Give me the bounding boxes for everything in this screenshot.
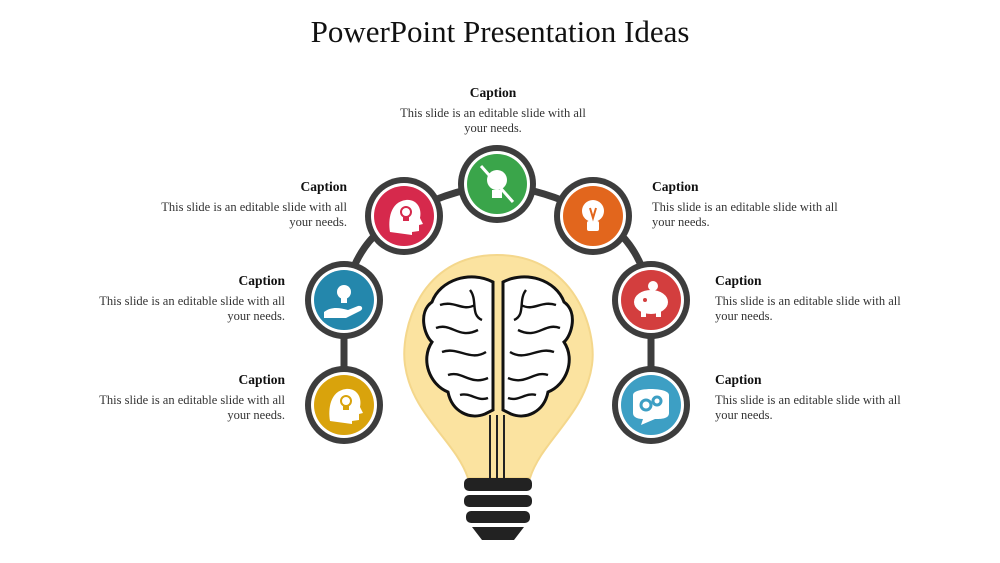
node-blue	[305, 261, 383, 339]
speech-gears-icon	[633, 389, 669, 425]
piggy-bank-icon	[634, 281, 668, 317]
lightbulb-base	[464, 478, 532, 540]
caption-body: This slide is an editable slide with all…	[99, 393, 285, 422]
node-orange	[554, 177, 632, 255]
caption-heading: Caption	[715, 273, 762, 288]
caption-heading: Caption	[238, 273, 285, 288]
caption-heading: Caption	[652, 179, 699, 194]
caption-body: This slide is an editable slide with all…	[161, 200, 347, 229]
node-teal	[612, 366, 690, 444]
node-green	[458, 145, 536, 223]
hand-lightbulb-icon	[324, 285, 363, 318]
caption-lower-left: Caption This slide is an editable slide …	[75, 372, 285, 423]
caption-heading: Caption	[300, 179, 347, 194]
caption-body: This slide is an editable slide with all…	[652, 200, 838, 229]
no-lightbulb-icon	[479, 165, 515, 203]
caption-body: This slide is an editable slide with all…	[715, 294, 901, 323]
caption-body: This slide is an editable slide with all…	[400, 106, 586, 135]
node-pink	[365, 177, 443, 255]
caption-upper-right: Caption This slide is an editable slide …	[652, 179, 862, 230]
head-lightbulb-icon	[389, 199, 423, 235]
caption-heading: Caption	[715, 372, 762, 387]
caption-heading: Caption	[238, 372, 285, 387]
filament	[489, 415, 505, 478]
head-lightbulb-icon	[329, 388, 363, 424]
caption-middle-left: Caption This slide is an editable slide …	[75, 273, 285, 324]
caption-body: This slide is an editable slide with all…	[99, 294, 285, 323]
caption-upper-left: Caption This slide is an editable slide …	[137, 179, 347, 230]
brain-icon	[422, 275, 574, 418]
slide-title: PowerPoint Presentation Ideas	[310, 14, 690, 49]
caption-heading: Caption	[469, 85, 517, 100]
lightbulb-icon	[582, 200, 604, 231]
node-yellow	[305, 366, 383, 444]
node-red	[612, 261, 690, 339]
caption-top: Caption This slide is an editable slide …	[388, 85, 598, 136]
caption-lower-right: Caption This slide is an editable slide …	[715, 372, 925, 423]
caption-middle-right: Caption This slide is an editable slide …	[715, 273, 925, 324]
caption-body: This slide is an editable slide with all…	[715, 393, 901, 422]
